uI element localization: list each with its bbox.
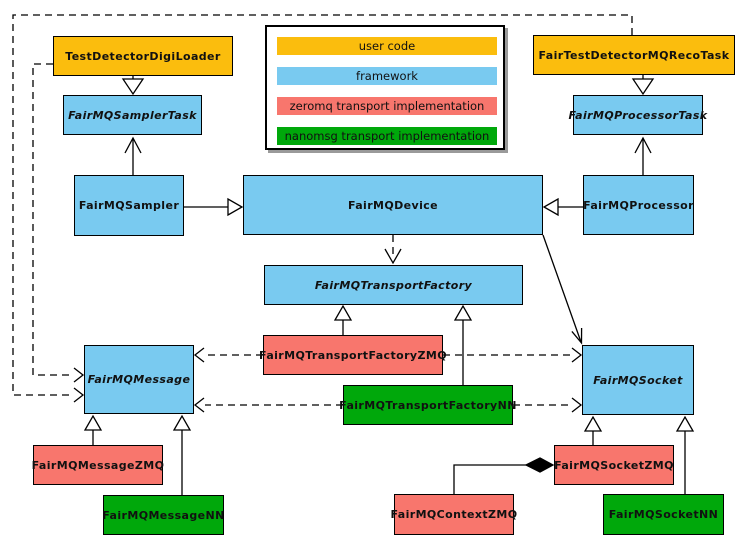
legend-item-nanomsg: nanomsg transport implementation	[277, 127, 497, 145]
node-fairmq-transport-factory-nn: FairMQTransportFactoryNN	[339, 385, 516, 425]
edge-recotask-processortask	[631, 75, 655, 96]
node-fair-test-detector-mq-reco-task: FairTestDetectorMQRecoTask	[533, 35, 735, 75]
edge-device-socket	[542, 234, 583, 345]
edge-sampler-device	[184, 197, 244, 217]
legend-item-framework: framework	[277, 67, 497, 85]
node-fairmq-transport-factory-zmq: FairMQTransportFactoryZMQ	[259, 335, 447, 375]
edge-digiloader-samplertask	[121, 76, 145, 96]
edge-tfzmq-socket	[443, 347, 583, 363]
edge-processor-processortask	[634, 136, 652, 175]
node-fairmq-socket: FairMQSocket	[582, 345, 694, 415]
node-fairmq-sampler: FairMQSampler	[74, 175, 184, 236]
node-fairmq-socket-nn: FairMQSocketNN	[603, 494, 724, 535]
edge-device-transportfactory	[384, 235, 402, 265]
edge-sampler-samplertask	[124, 136, 142, 175]
edge-messagezmq-message	[83, 414, 103, 445]
edge-messagenn-message	[172, 414, 192, 495]
edge-tfnn-socket	[513, 397, 583, 413]
legend: user code framework zeromq transport imp…	[265, 25, 505, 150]
edge-tfnn-message	[193, 397, 343, 413]
edge-recotask-to-message	[12, 14, 633, 403]
node-fairmq-message-zmq: FairMQMessageZMQ	[32, 445, 164, 485]
node-fairmq-message-nn: FairMQMessageNN	[102, 495, 224, 535]
edge-socketnn-socket	[675, 415, 695, 494]
edge-tfzmq-message	[193, 347, 263, 363]
node-fairmq-sampler-task: FairMQSamplerTask	[63, 95, 202, 135]
node-fairmq-message: FairMQMessage	[84, 345, 194, 414]
edge-digiloader-to-message	[32, 63, 85, 383]
edge-socketzmq-socket	[583, 415, 603, 445]
edge-processor-device	[542, 197, 583, 217]
edge-contextzmq-socketzmq	[453, 457, 555, 494]
edge-tfnn-transportfactory	[453, 304, 473, 385]
edge-tfzmq-transportfactory	[333, 304, 353, 335]
legend-item-zeromq: zeromq transport implementation	[277, 97, 497, 115]
node-fairmq-transport-factory: FairMQTransportFactory	[264, 265, 523, 305]
node-fairmq-device: FairMQDevice	[243, 175, 543, 235]
node-fairmq-context-zmq: FairMQContextZMQ	[391, 494, 517, 535]
node-test-detector-digi-loader: TestDetectorDigiLoader	[53, 36, 233, 76]
node-fairmq-processor-task: FairMQProcessorTask	[569, 95, 707, 135]
node-fairmq-socket-zmq: FairMQSocketZMQ	[554, 445, 674, 485]
legend-item-user-code: user code	[277, 37, 497, 55]
node-fairmq-processor: FairMQProcessor	[583, 175, 694, 235]
